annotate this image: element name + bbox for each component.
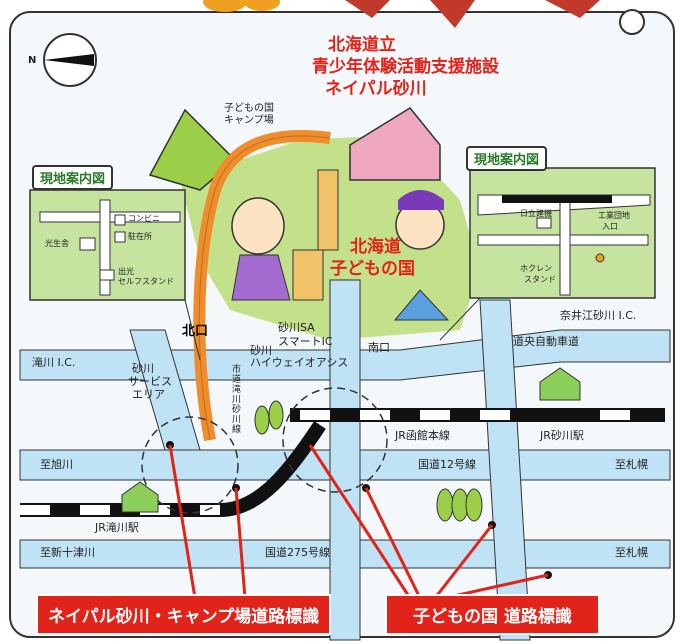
label-sa-1: 砂川SA	[278, 321, 315, 334]
label-to-asahikawa: 至旭川	[40, 458, 73, 471]
left-inset-stand-1: 出光	[118, 267, 134, 276]
right-inset-kogyo-1: 工業団地	[598, 211, 630, 220]
decor-red-3	[545, 0, 600, 18]
label-jr-hakodate: JR函館本線	[395, 429, 450, 442]
facility-title-line-1: 北海道立	[328, 35, 396, 55]
orange-road	[193, 129, 331, 442]
label-kitaguchi: 北口	[182, 324, 209, 339]
label-takikawa-ic: 滝川 I.C.	[32, 356, 76, 369]
girl-body	[231, 254, 291, 301]
label-sa-area-1: 砂川	[132, 362, 154, 375]
takikawa-station-house	[121, 481, 159, 513]
sign-area-circle-1	[141, 416, 239, 514]
label-oasis-2: ハイウェイオアシス	[250, 356, 349, 369]
decor-red-1	[345, 0, 390, 18]
camp-label-line-1: 子どもの国	[224, 103, 274, 114]
left-inset-conveni-box	[114, 214, 126, 226]
decor-orange-2	[244, 0, 280, 11]
right-inset-rail	[502, 195, 612, 203]
label-sa-area-2: サービス	[128, 375, 172, 388]
vertical-road-1	[329, 279, 361, 641]
label-sa-2: スマートIC	[278, 335, 333, 348]
label-oasis-1: 砂川	[250, 344, 272, 357]
decor-red-2	[430, 0, 475, 28]
nepal-house	[349, 107, 441, 181]
shido-char: 川	[232, 415, 242, 425]
right-inset-title: 現地案内図	[466, 146, 548, 171]
tower-small	[292, 249, 324, 301]
shido-char: 市	[232, 365, 242, 375]
decor-orange-1	[203, 0, 247, 12]
banner-nepal-sign: ネイパル砂川・キャンプ場道路標識	[36, 594, 332, 635]
left-inset-stand-2: セルフスタンド	[118, 277, 174, 286]
label-route12: 国道12号線	[418, 458, 476, 471]
kodomo-title-line-2: 子どもの国	[330, 259, 415, 279]
right-inset-hokuren-1: ホクレン	[520, 264, 552, 273]
label-to-sapporo-1: 至札幌	[615, 458, 648, 471]
label-minamiguchi: 南口	[368, 341, 390, 354]
label-doo-expressway: 道央自動車道	[513, 335, 579, 348]
label-naie-ic: 奈井江砂川 I.C.	[560, 309, 637, 322]
shido-char: 線	[232, 425, 242, 435]
pyramid	[393, 289, 450, 321]
facility-title-line-3: ネイパル砂川	[325, 79, 427, 99]
label-jr-sunagawa: JR砂川駅	[540, 429, 584, 442]
service-area-road	[129, 329, 201, 451]
girl-face	[231, 197, 285, 255]
right-inset-hitachi-box	[536, 217, 552, 229]
compass-label: N	[28, 55, 37, 66]
left-inset-chuzaisho: 駐在所	[128, 232, 152, 241]
banner-kodomo-sign: 子どもの国 道路標識	[385, 594, 600, 635]
shido-char: 砂	[232, 405, 242, 415]
trees	[254, 400, 483, 522]
kodomo-title-line-1: 北海道	[350, 237, 401, 257]
right-inset-kogyo-2: 入口	[602, 222, 618, 231]
label-jr-takikawa: JR滝川駅	[95, 521, 139, 534]
left-inset-roads	[39, 199, 181, 296]
right-inset-pointer	[439, 297, 481, 341]
decor-star	[619, 9, 645, 35]
boy-cap	[398, 190, 444, 210]
shido-char: 滝	[232, 385, 242, 395]
right-inset-hitachi: 日立建機	[520, 209, 552, 218]
left-inset-police-box	[114, 231, 126, 243]
label-to-sapporo-2: 至札幌	[615, 546, 648, 559]
camp-label-line-2: キャンプ場	[224, 115, 274, 126]
facility-title-line-2: 青少年体験活動支援施設	[312, 57, 499, 77]
compass-needle	[44, 54, 94, 66]
left-inset-pointer	[184, 299, 201, 361]
right-inset-stand-marker	[595, 253, 605, 263]
label-route275: 国道275号線	[265, 546, 330, 559]
label-shido-vertical: 市 道 滝 川 砂 川 線	[232, 365, 244, 435]
label-to-shintotsukawa: 至新十津川	[40, 546, 95, 559]
shido-char: 川	[232, 395, 242, 405]
label-sa-area-3: エリア	[132, 388, 165, 401]
left-inset-kosei-box	[79, 237, 96, 251]
station-house	[539, 367, 581, 401]
shido-char: 道	[232, 375, 242, 385]
left-inset-conveni: コンビニ	[128, 214, 160, 223]
right-inset-hokuren-2: スタンド	[524, 275, 556, 284]
jr-hakodate-rail	[290, 408, 665, 422]
tower	[317, 169, 339, 251]
left-inset-stand-box	[99, 269, 115, 281]
left-inset-title: 現地案内図	[32, 165, 114, 190]
sign-area-circle-2	[282, 387, 388, 493]
left-inset-kosei: 光生舎	[45, 239, 69, 248]
